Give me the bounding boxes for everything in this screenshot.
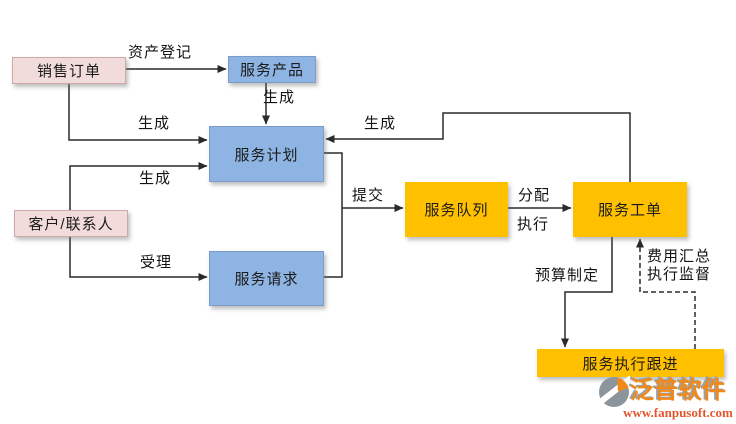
fanpu-logo-text: 泛普软件	[630, 377, 726, 404]
node-service-request: 服务请求	[209, 251, 324, 306]
label-cost-summary: 费用汇总	[647, 248, 712, 265]
fanpu-watermark[interactable]: 泛普软件 www.fanpusoft.com	[598, 376, 733, 421]
node-sales-order: 销售订单	[12, 57, 126, 84]
label-generate-from-customer: 生成	[139, 170, 172, 187]
label-submit: 提交	[352, 187, 385, 204]
edge-accept	[69, 237, 208, 281]
label-generate-from-workorder: 生成	[364, 115, 397, 132]
edge-budget-making	[561, 237, 613, 348]
edge-generate-from-sales	[68, 84, 208, 144]
edge-cost-supervision	[636, 238, 696, 349]
node-customer-contact: 客户/联系人	[14, 210, 128, 237]
node-service-plan: 服务计划	[209, 126, 324, 182]
node-service-followup: 服务执行跟进	[537, 349, 724, 377]
label-generate-from-sales: 生成	[138, 115, 171, 132]
label-execution-supervision: 执行监督	[647, 266, 712, 283]
label-budget-making: 预算制定	[535, 267, 600, 284]
fanpu-logo-icon	[598, 376, 630, 408]
edge-generate-from-customer	[69, 162, 208, 210]
label-generate-product: 生成	[263, 89, 296, 106]
node-service-workorder: 服务工单	[573, 182, 687, 237]
label-execute: 执行	[517, 216, 550, 233]
node-service-queue: 服务队列	[405, 182, 508, 237]
fanpu-website-link[interactable]: www.fanpusoft.com	[623, 405, 733, 420]
node-service-product: 服务产品	[228, 56, 316, 83]
label-accept: 受理	[140, 254, 173, 271]
edge-submit-rail	[324, 152, 343, 278]
edge-generate-from-workorder	[325, 112, 631, 182]
label-asset-registration: 资产登记	[128, 44, 193, 61]
label-assign: 分配	[518, 187, 551, 204]
